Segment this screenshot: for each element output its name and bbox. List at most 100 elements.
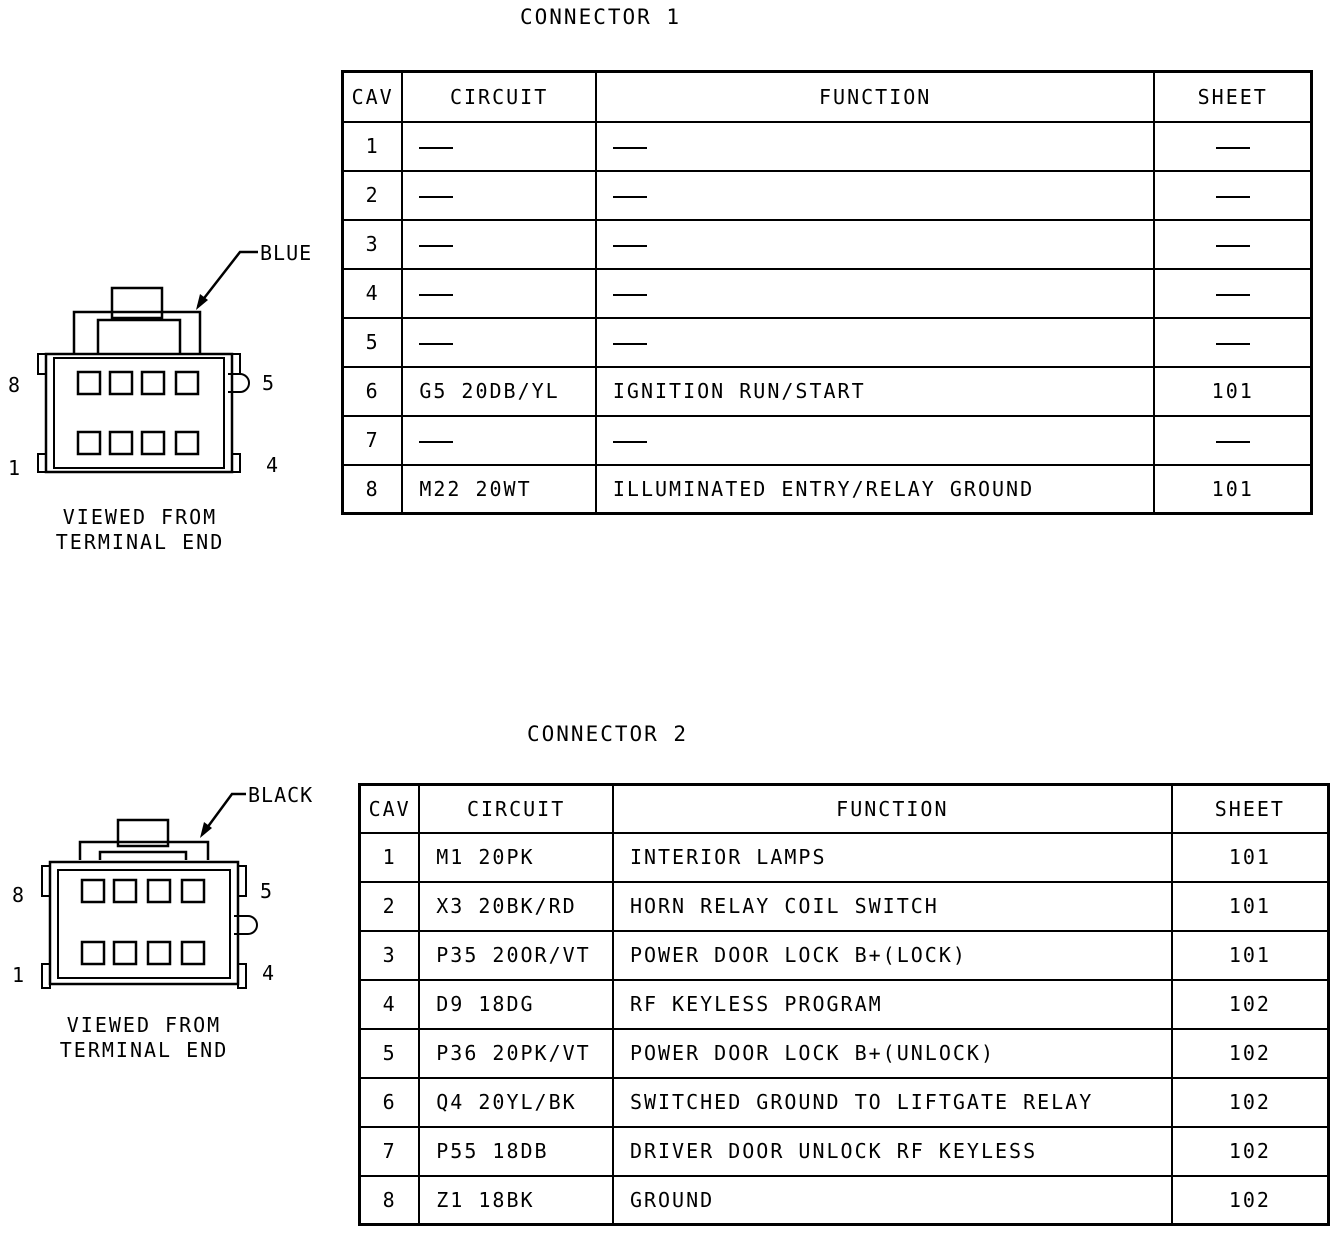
empty-dash: [612, 195, 647, 198]
circuit-cell: [401, 316, 597, 368]
pin-label-top-left: 8: [8, 373, 21, 397]
function-cell: [594, 267, 1156, 319]
sheet-cell: [1153, 120, 1313, 172]
empty-dash: [612, 342, 647, 345]
sheet-cell: [1153, 316, 1313, 368]
function-cell: POWER DOOR LOCK B+(UNLOCK): [611, 1027, 1173, 1079]
connector-2-diagram: BLACK 8 5 1 4: [12, 783, 313, 989]
table-row: 1: [341, 120, 1313, 172]
sheet-cell: 102: [1170, 1076, 1330, 1128]
cav-cell: 4: [358, 978, 421, 1030]
pin-label-bottom-right: 4: [266, 453, 279, 477]
function-cell: SWITCHED GROUND TO LIFTGATE RELAY: [611, 1076, 1173, 1128]
circuit-cell: P55 18DB: [418, 1125, 614, 1177]
circuit-cell: P36 20PK/VT: [418, 1027, 614, 1079]
function-cell: [594, 316, 1156, 368]
column-header-circuit: CIRCUIT: [418, 783, 614, 834]
circuit-cell: [401, 218, 597, 270]
function-cell: [594, 414, 1156, 466]
cav-cell: 6: [341, 365, 404, 417]
cav-cell: 7: [341, 414, 404, 466]
cav-cell: 2: [358, 880, 421, 932]
pin-label-top-left: 8: [12, 883, 25, 907]
table-row: 7: [341, 414, 1313, 466]
caption-line-2: TERMINAL END: [55, 530, 225, 554]
column-header-cav: CAV: [341, 70, 404, 123]
sheet-cell: [1153, 218, 1313, 270]
empty-dash: [612, 244, 647, 247]
sheet-cell: 101: [1153, 365, 1313, 417]
function-cell: HORN RELAY COIL SWITCH: [611, 880, 1173, 932]
function-cell: RF KEYLESS PROGRAM: [611, 978, 1173, 1030]
circuit-cell: Z1 18BK: [418, 1174, 614, 1226]
empty-dash: [1215, 440, 1250, 443]
empty-dash: [1215, 146, 1250, 149]
sheet-cell: 101: [1170, 929, 1330, 981]
pin-label-top-right: 5: [260, 879, 273, 903]
empty-dash: [1215, 195, 1250, 198]
connector-1-color-label: BLUE: [260, 241, 312, 265]
cav-cell: 5: [358, 1027, 421, 1079]
circuit-cell: D9 18DG: [418, 978, 614, 1030]
column-header-circuit: CIRCUIT: [401, 70, 597, 123]
function-cell: [594, 169, 1156, 221]
connector-1-diagram: BLUE 8 5 1 4: [8, 241, 312, 480]
column-header-function: FUNCTION: [611, 783, 1173, 834]
function-cell: ILLUMINATED ENTRY/RELAY GROUND: [594, 463, 1156, 515]
sheet-cell: [1153, 169, 1313, 221]
circuit-cell: X3 20BK/RD: [418, 880, 614, 932]
cav-cell: 3: [341, 218, 404, 270]
column-header-cav: CAV: [358, 783, 421, 834]
caption-line-1: VIEWED FROM: [66, 1013, 222, 1037]
function-cell: IGNITION RUN/START: [594, 365, 1156, 417]
column-header-function: FUNCTION: [594, 70, 1156, 123]
connector-1-title: CONNECTOR 1: [520, 5, 682, 29]
circuit-cell: [401, 414, 597, 466]
empty-dash: [612, 293, 647, 296]
caption-line-2: TERMINAL END: [59, 1038, 229, 1062]
pin-label-bottom-right: 4: [262, 961, 275, 985]
sheet-cell: 102: [1170, 1125, 1330, 1177]
table-row: 5: [341, 316, 1313, 368]
cav-cell: 7: [358, 1125, 421, 1177]
circuit-cell: [401, 169, 597, 221]
function-cell: DRIVER DOOR UNLOCK RF KEYLESS: [611, 1125, 1173, 1177]
cav-cell: 6: [358, 1076, 421, 1128]
empty-dash: [419, 195, 454, 198]
connector-2-title: CONNECTOR 2: [527, 722, 689, 746]
cav-cell: 3: [358, 929, 421, 981]
sheet-cell: [1153, 414, 1313, 466]
circuit-cell: Q4 20YL/BK: [418, 1076, 614, 1128]
pin-label-bottom-left: 1: [8, 456, 21, 480]
sheet-cell: 101: [1170, 831, 1330, 883]
circuit-cell: M1 20PK: [418, 831, 614, 883]
empty-dash: [419, 146, 454, 149]
empty-dash: [1215, 342, 1250, 345]
sheet-cell: 102: [1170, 1174, 1330, 1226]
connector-2-color-label: BLACK: [248, 783, 313, 807]
table-row: 2: [341, 169, 1313, 221]
connector-1-caption: VIEWED FROM TERMINAL END: [40, 505, 240, 555]
table-row: 3: [341, 218, 1313, 270]
cav-cell: 5: [341, 316, 404, 368]
function-cell: [594, 218, 1156, 270]
sheet-cell: 102: [1170, 978, 1330, 1030]
sheet-cell: 101: [1153, 463, 1313, 515]
empty-dash: [612, 440, 647, 443]
cav-cell: 2: [341, 169, 404, 221]
pin-label-top-right: 5: [262, 371, 275, 395]
circuit-cell: M22 20WT: [401, 463, 597, 515]
function-cell: POWER DOOR LOCK B+(LOCK): [611, 929, 1173, 981]
cav-cell: 1: [341, 120, 404, 172]
cav-cell: 1: [358, 831, 421, 883]
sheet-cell: [1153, 267, 1313, 319]
empty-dash: [612, 146, 647, 149]
